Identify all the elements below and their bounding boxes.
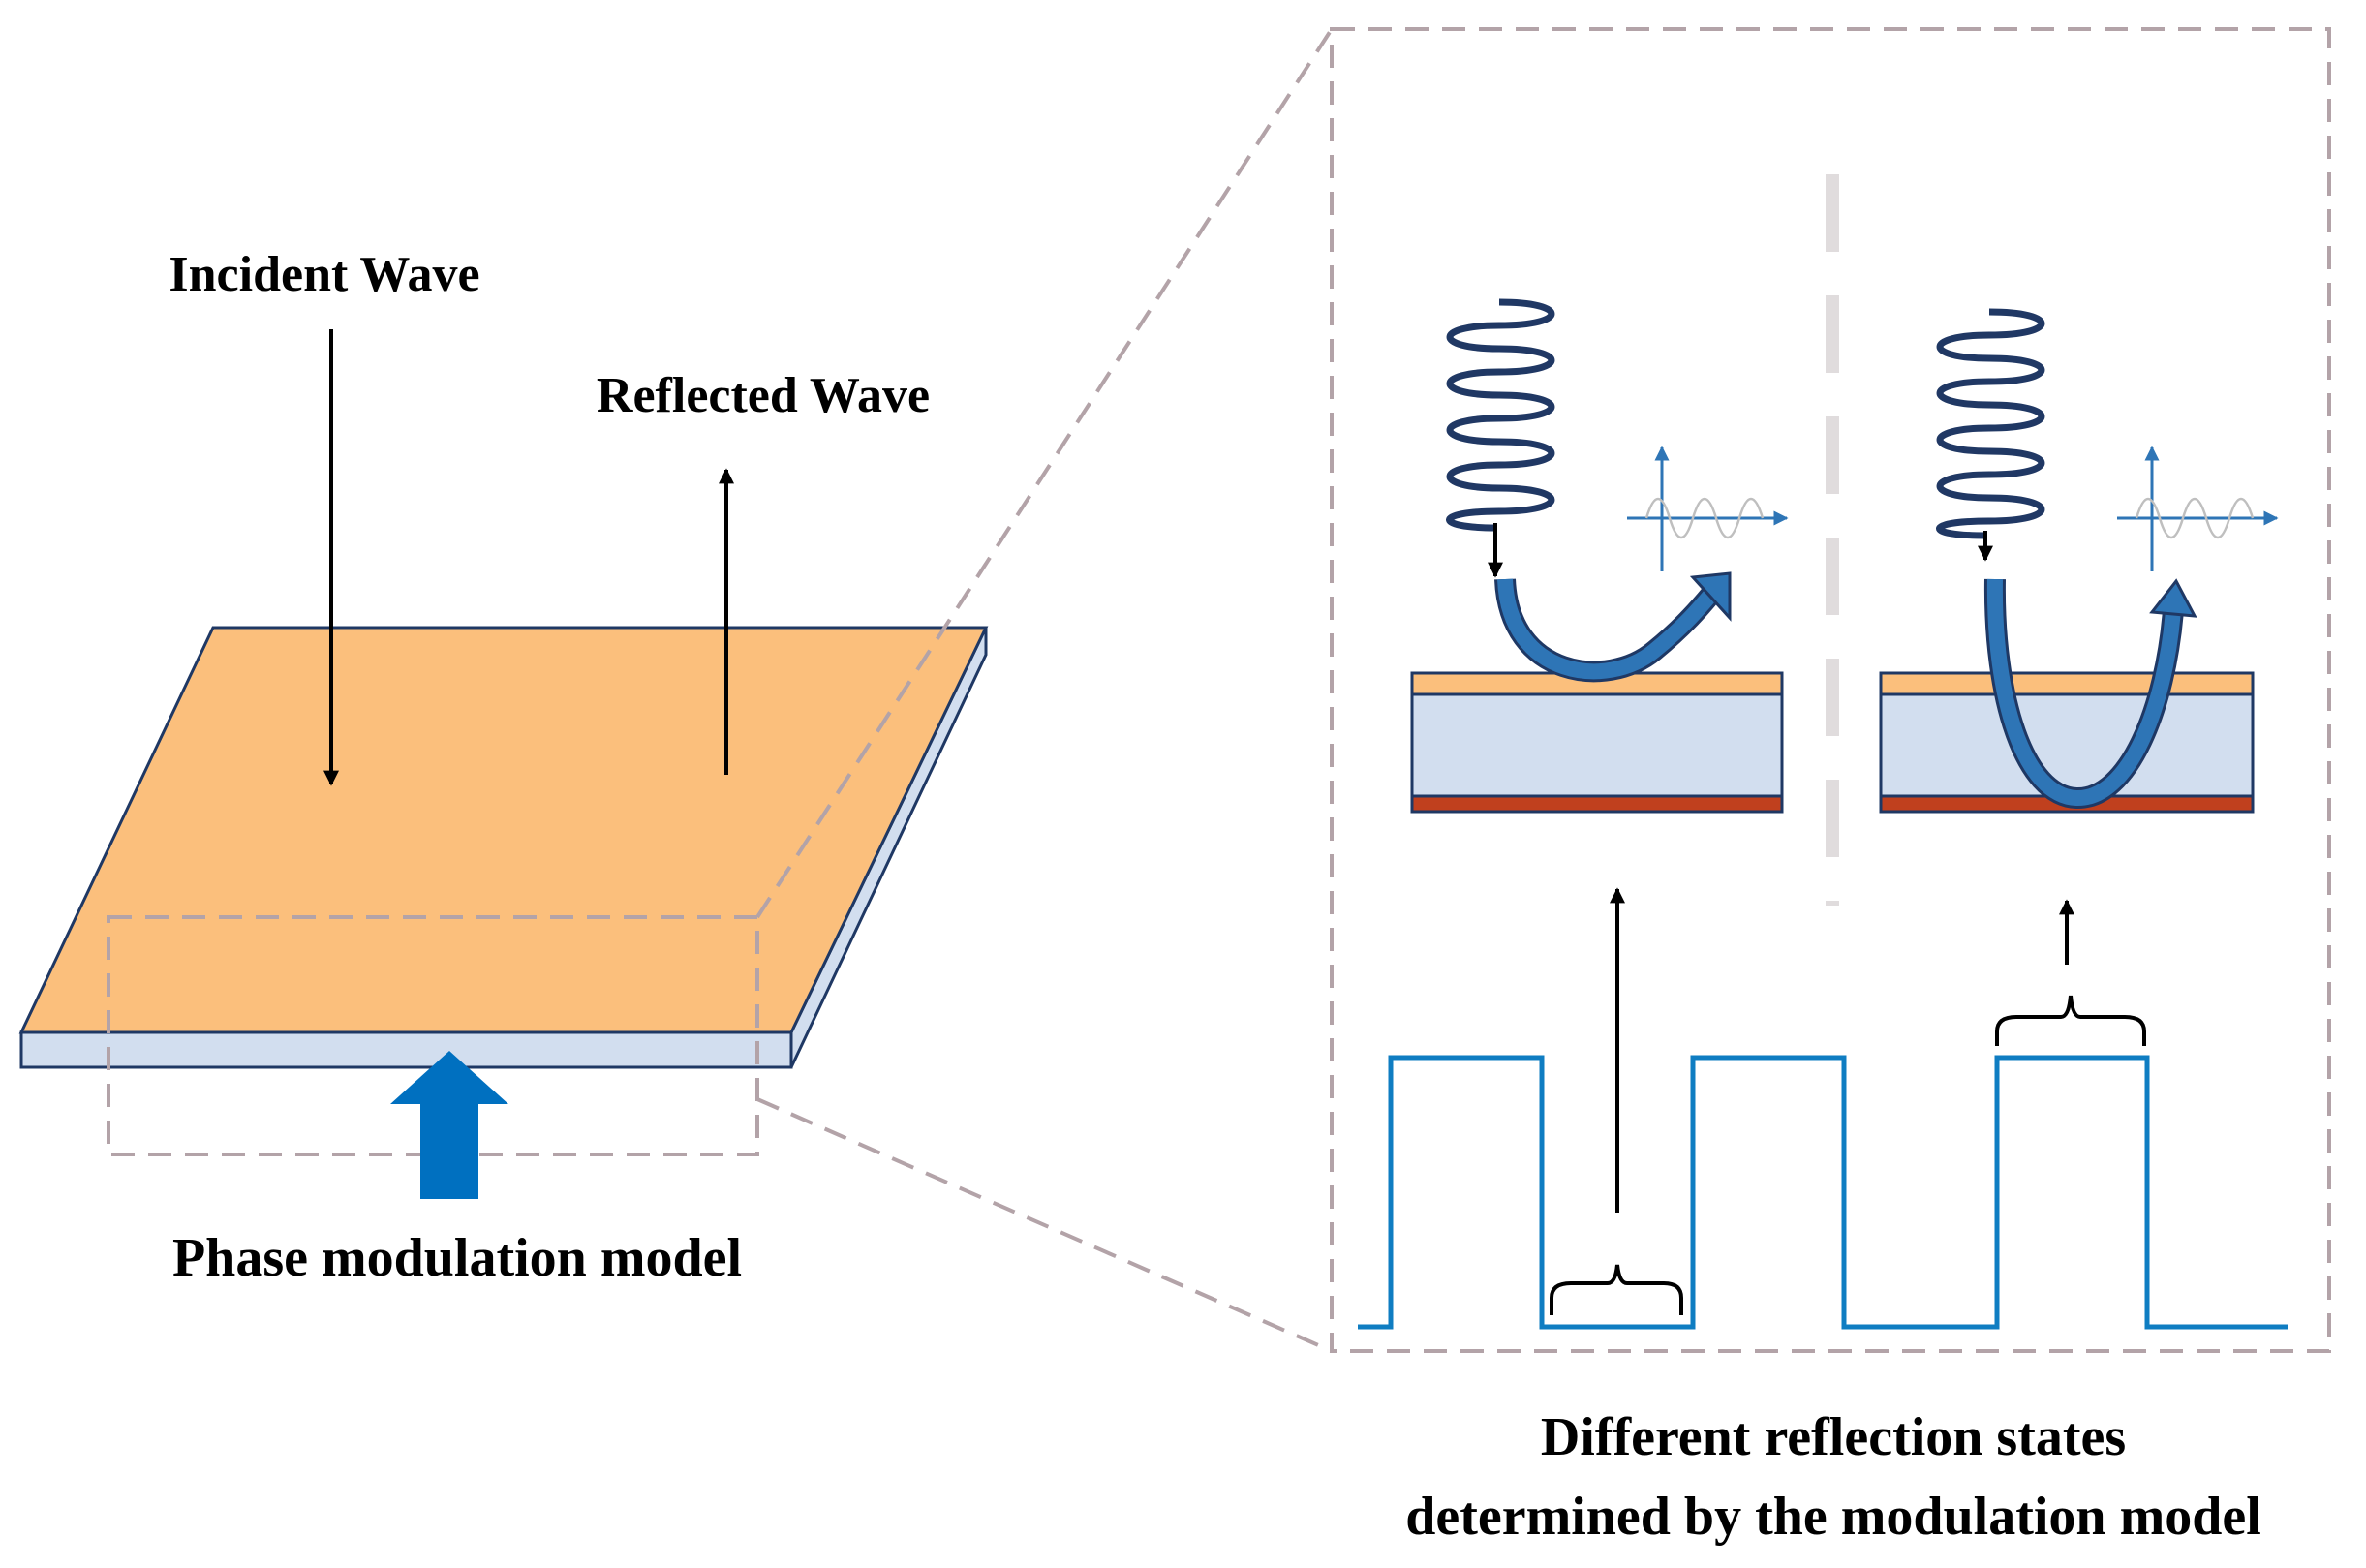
reflection-state-left bbox=[1410, 298, 1789, 814]
deep-u-arrow-icon bbox=[1983, 578, 2197, 809]
axes-sine-icon bbox=[1627, 446, 1789, 571]
shallow-u-arrow-icon bbox=[1494, 571, 1732, 683]
cell-substrate-left bbox=[1410, 692, 1784, 798]
caption-line-2: determined by the modulation model bbox=[1405, 1487, 2261, 1547]
curly-brace-icon bbox=[1550, 1264, 1683, 1315]
zoom-connector-top bbox=[755, 27, 1334, 919]
slab-front-face bbox=[19, 1030, 793, 1069]
caption-line-1: Different reflection states bbox=[1541, 1407, 2126, 1467]
spring-wave-icon bbox=[1446, 298, 1555, 532]
phase-modulation-model-label: Phase modulation model bbox=[172, 1228, 742, 1288]
zoom-panel-frame bbox=[1330, 27, 2331, 1353]
incident-wave-label: Incident Wave bbox=[169, 247, 479, 302]
cell-top-layer-right bbox=[1879, 671, 2255, 696]
curly-brace-icon bbox=[1995, 995, 2146, 1046]
slab-top-face bbox=[18, 626, 989, 1034]
reflection-state-right bbox=[1879, 308, 2279, 814]
cell-substrate-right bbox=[1879, 692, 2255, 798]
axes-sine-icon bbox=[2117, 446, 2279, 571]
block-arrow-up-icon bbox=[390, 1051, 508, 1199]
cell-ground-left bbox=[1410, 794, 1784, 814]
metasurface-slab bbox=[18, 626, 989, 1069]
zoom-connector-bottom bbox=[756, 1097, 1333, 1353]
reflected-wave-label: Reflected Wave bbox=[597, 368, 930, 423]
spring-wave-icon bbox=[1936, 308, 2045, 539]
modulation-pulse-train bbox=[1358, 1055, 2288, 1330]
